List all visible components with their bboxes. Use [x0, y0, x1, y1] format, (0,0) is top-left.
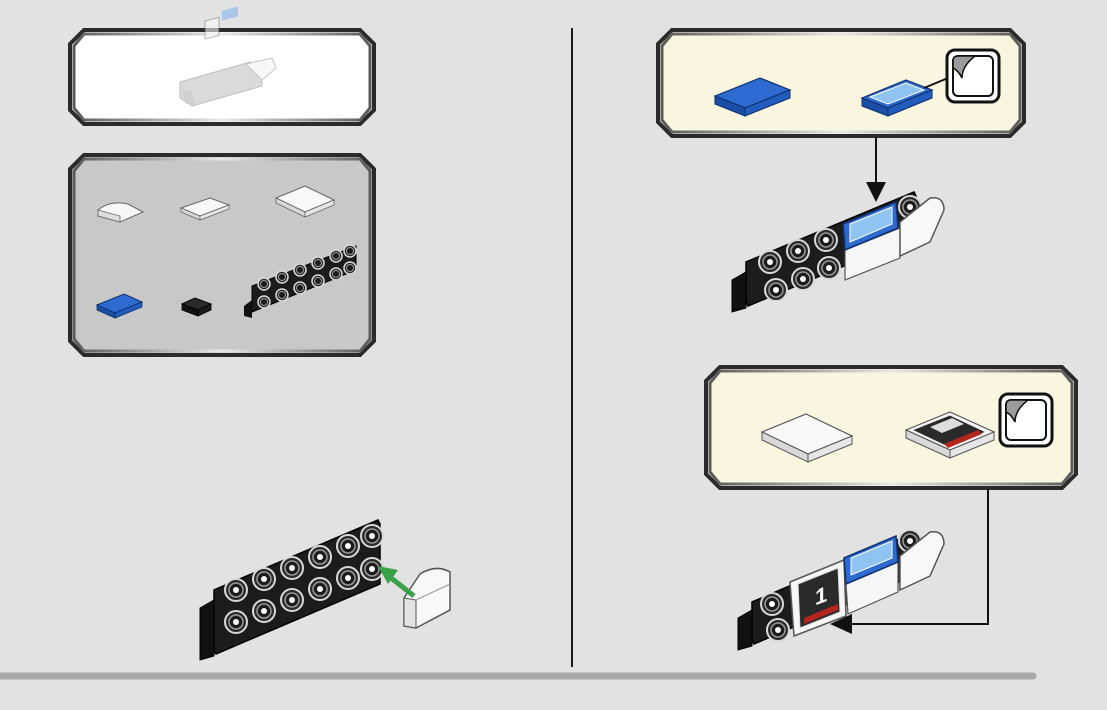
green-insert-arrow — [378, 566, 414, 596]
number-sticker-digit: 1 — [815, 581, 827, 611]
sticker-sheet-icon-2 — [1000, 394, 1052, 446]
callout-1-pointer-arrow — [866, 137, 886, 202]
place-blue-sticker-tile — [732, 192, 944, 312]
submodel-preview-panel — [70, 7, 374, 124]
place-number-sticker-tile: 1 — [738, 530, 944, 650]
attach-curved-slope-to-bracket — [200, 520, 450, 660]
parts-list-panel — [70, 155, 374, 355]
callout-blue-tile-sticker — [658, 30, 1024, 136]
sticker-sheet-icon — [947, 50, 999, 102]
callout-number-tile-sticker — [706, 367, 1076, 488]
white-curved-slope-piece — [404, 568, 450, 628]
